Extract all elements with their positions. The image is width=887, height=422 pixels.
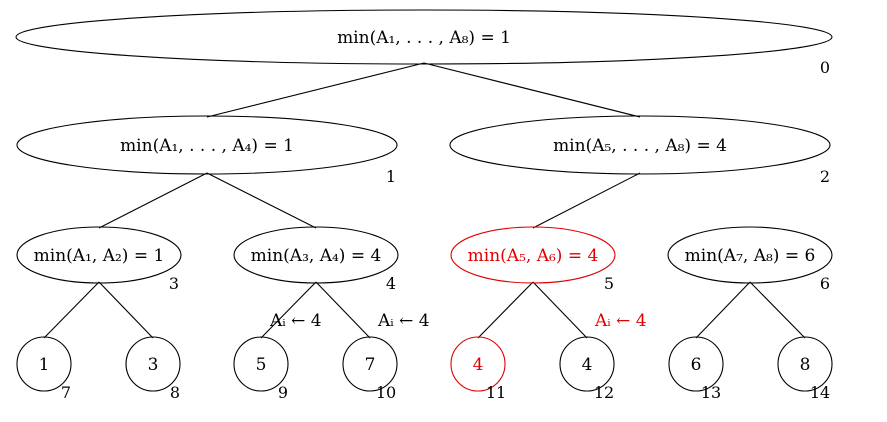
node-label: min(A₁, . . . , A₄) = 1 (120, 136, 294, 156)
node-label: min(A₅, A₆) = 4 (468, 246, 599, 266)
node-index: 2 (820, 167, 830, 186)
tree-node-5: min(A₅, A₆) = 4 5 (450, 226, 616, 293)
node-index: 0 (820, 58, 830, 77)
node-index: 3 (169, 274, 179, 293)
tree-node-1: min(A₁, . . . , A₄) = 1 1 (16, 115, 398, 186)
node-ellipse (450, 226, 616, 284)
node-index: 9 (278, 383, 288, 402)
node-label: 6 (691, 355, 702, 375)
node-label: 4 (473, 355, 484, 375)
tree-edge (43, 281, 100, 339)
node-label: min(A₁, A₂) = 1 (34, 246, 165, 266)
tree-edge (532, 172, 641, 229)
node-ellipse (667, 226, 833, 284)
node-index: 1 (386, 167, 396, 186)
tree-node-6: min(A₇, A₈) = 66 (667, 226, 833, 293)
node-index: 11 (486, 383, 506, 402)
node-label: 1 (39, 355, 50, 375)
tree-edge (315, 281, 371, 339)
node-index: 8 (170, 383, 180, 402)
node-circle (559, 336, 615, 392)
tree-edge (532, 281, 588, 339)
tree-node-3: min(A₁, A₂) = 13 (16, 226, 182, 293)
node-index: 12 (594, 383, 614, 402)
tree-node-9: 59 (233, 336, 289, 402)
node-circle (233, 336, 289, 392)
update-annotation: Aᵢ ← 4 (594, 311, 647, 331)
node-index: 4 (386, 274, 396, 293)
node-circle (342, 336, 398, 392)
tree-edge (260, 281, 317, 339)
tree-node-14: 814 (777, 336, 833, 402)
node-circle (668, 336, 724, 392)
node-label: 4 (582, 355, 593, 375)
tree-edge (749, 281, 806, 339)
node-ellipse (449, 115, 831, 175)
tree-node-4: min(A₃, A₄) = 44 (233, 226, 399, 293)
tree-edge (477, 281, 534, 339)
tree-node-13: 613 (668, 336, 724, 402)
node-circle (777, 336, 833, 392)
node-index: 5 (604, 274, 614, 293)
node-label: 8 (800, 355, 811, 375)
node-label: 3 (148, 355, 159, 375)
node-ellipse (233, 226, 399, 284)
node-label: min(A₅, . . . , A₈) = 4 (553, 136, 727, 156)
tree-node-10: 710 (342, 336, 398, 402)
node-circle (16, 336, 72, 392)
tree-edge (98, 172, 208, 229)
node-label: min(A₃, A₄) = 4 (251, 246, 382, 266)
node-circle (450, 336, 506, 392)
update-annotation: Aᵢ ← 4 (269, 311, 322, 331)
tree-node-8: 38 (125, 336, 181, 402)
tree-edge (695, 281, 751, 339)
node-index: 14 (810, 383, 830, 402)
tree-node-0: min(A₁, . . . , A₈) = 1 0 (15, 9, 833, 77)
node-index: 13 (701, 383, 721, 402)
tree-edge (98, 281, 154, 339)
tree-edge (206, 62, 425, 118)
tree-node-2: min(A₅, . . . , A₈) = 4 2 (449, 115, 831, 186)
node-index: 6 (820, 274, 830, 293)
node-ellipse (15, 9, 833, 65)
node-circle (125, 336, 181, 392)
node-label: 7 (365, 355, 376, 375)
tree-edge (423, 62, 641, 118)
tree-node-11: 411 (450, 336, 506, 402)
node-label: 5 (256, 355, 267, 375)
node-ellipse (16, 115, 398, 175)
node-index: 10 (376, 383, 396, 402)
tree-edge (206, 172, 317, 229)
update-annotation: Aᵢ ← 4 (377, 311, 430, 331)
node-label: min(A₁, . . . , A₈) = 1 (337, 28, 511, 48)
node-ellipse (16, 226, 182, 284)
node-index: 7 (61, 383, 71, 402)
tree-node-12: 412 (559, 336, 615, 402)
node-label: min(A₇, A₈) = 6 (685, 246, 816, 266)
tree-node-7: 17 (16, 336, 72, 402)
